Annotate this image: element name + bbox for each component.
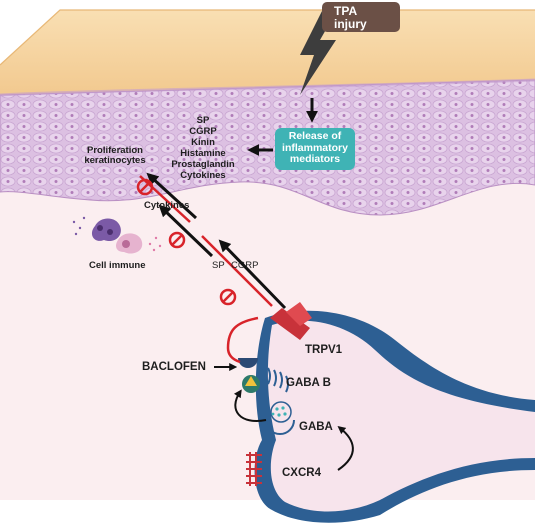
- trpv1-channel-icon: [270, 302, 312, 340]
- arrow-to-proliferation: [146, 172, 198, 220]
- mediator-sp: SP: [196, 115, 210, 126]
- cxcr4-label: CXCR4: [282, 467, 321, 479]
- epidermis-layer: [0, 79, 535, 216]
- mediator-list: SP CGRP Kinin Histamine Prostaglandin Cy…: [165, 115, 241, 182]
- trpv1-label: TRPV1: [305, 344, 343, 356]
- gaba-label: GABA: [299, 421, 333, 433]
- mediator-kinin: Kinin: [191, 136, 215, 148]
- lightning-bolt-icon: [300, 5, 340, 95]
- tpa-injury-label: TPA injury: [334, 4, 367, 31]
- cxcr4-receptor-icon: [246, 452, 262, 486]
- baclofen-molecule-icon: [238, 358, 258, 368]
- cytokines-label: Cytokines: [144, 200, 190, 211]
- inhibit-icon-3: [219, 288, 237, 306]
- mediator-histamine: Histamine: [180, 147, 226, 159]
- inhibit-icon-2: [168, 231, 186, 249]
- arrow-to-cytokines: [158, 204, 214, 258]
- sp-label: SP: [212, 260, 225, 271]
- arrow-trpv1-release: [218, 239, 287, 310]
- inhibition-curve: [226, 316, 259, 364]
- inhibit-icon-1: [136, 178, 154, 196]
- mediator-cgrp: CGRP: [189, 125, 217, 137]
- tpa-injury-box: TPA injury: [322, 2, 400, 32]
- gaba-b-receptor-icon: [261, 367, 289, 393]
- gaba-b-complex-icon: [242, 375, 260, 393]
- cgrp-label: CGRP: [231, 260, 259, 271]
- immune-cells-icon: [72, 216, 162, 254]
- mediator-cytokines: Cytokines: [180, 169, 226, 181]
- stratum-corneum: [0, 10, 535, 95]
- arrow-gaba-to-gaba-b: [234, 389, 267, 422]
- mediator-prostaglandin: Prostaglandin: [171, 158, 235, 170]
- release-mediators-box: Release of inflammatory mediators: [275, 128, 355, 170]
- gaba-b-label: GABA B: [286, 377, 331, 389]
- cell-immune-label: Cell immune: [89, 260, 146, 271]
- neuron-terminal: [267, 320, 535, 512]
- arrow-cxcr4-to-gaba: [337, 425, 354, 471]
- inhibition-line-upper: [201, 235, 273, 307]
- proliferation-label: Proliferation keratinocytes: [84, 145, 146, 166]
- release-label: Release of inflammatory mediators: [282, 130, 348, 166]
- gaba-vesicle-icon: [265, 401, 295, 435]
- baclofen-label: BACLOFEN: [142, 361, 206, 373]
